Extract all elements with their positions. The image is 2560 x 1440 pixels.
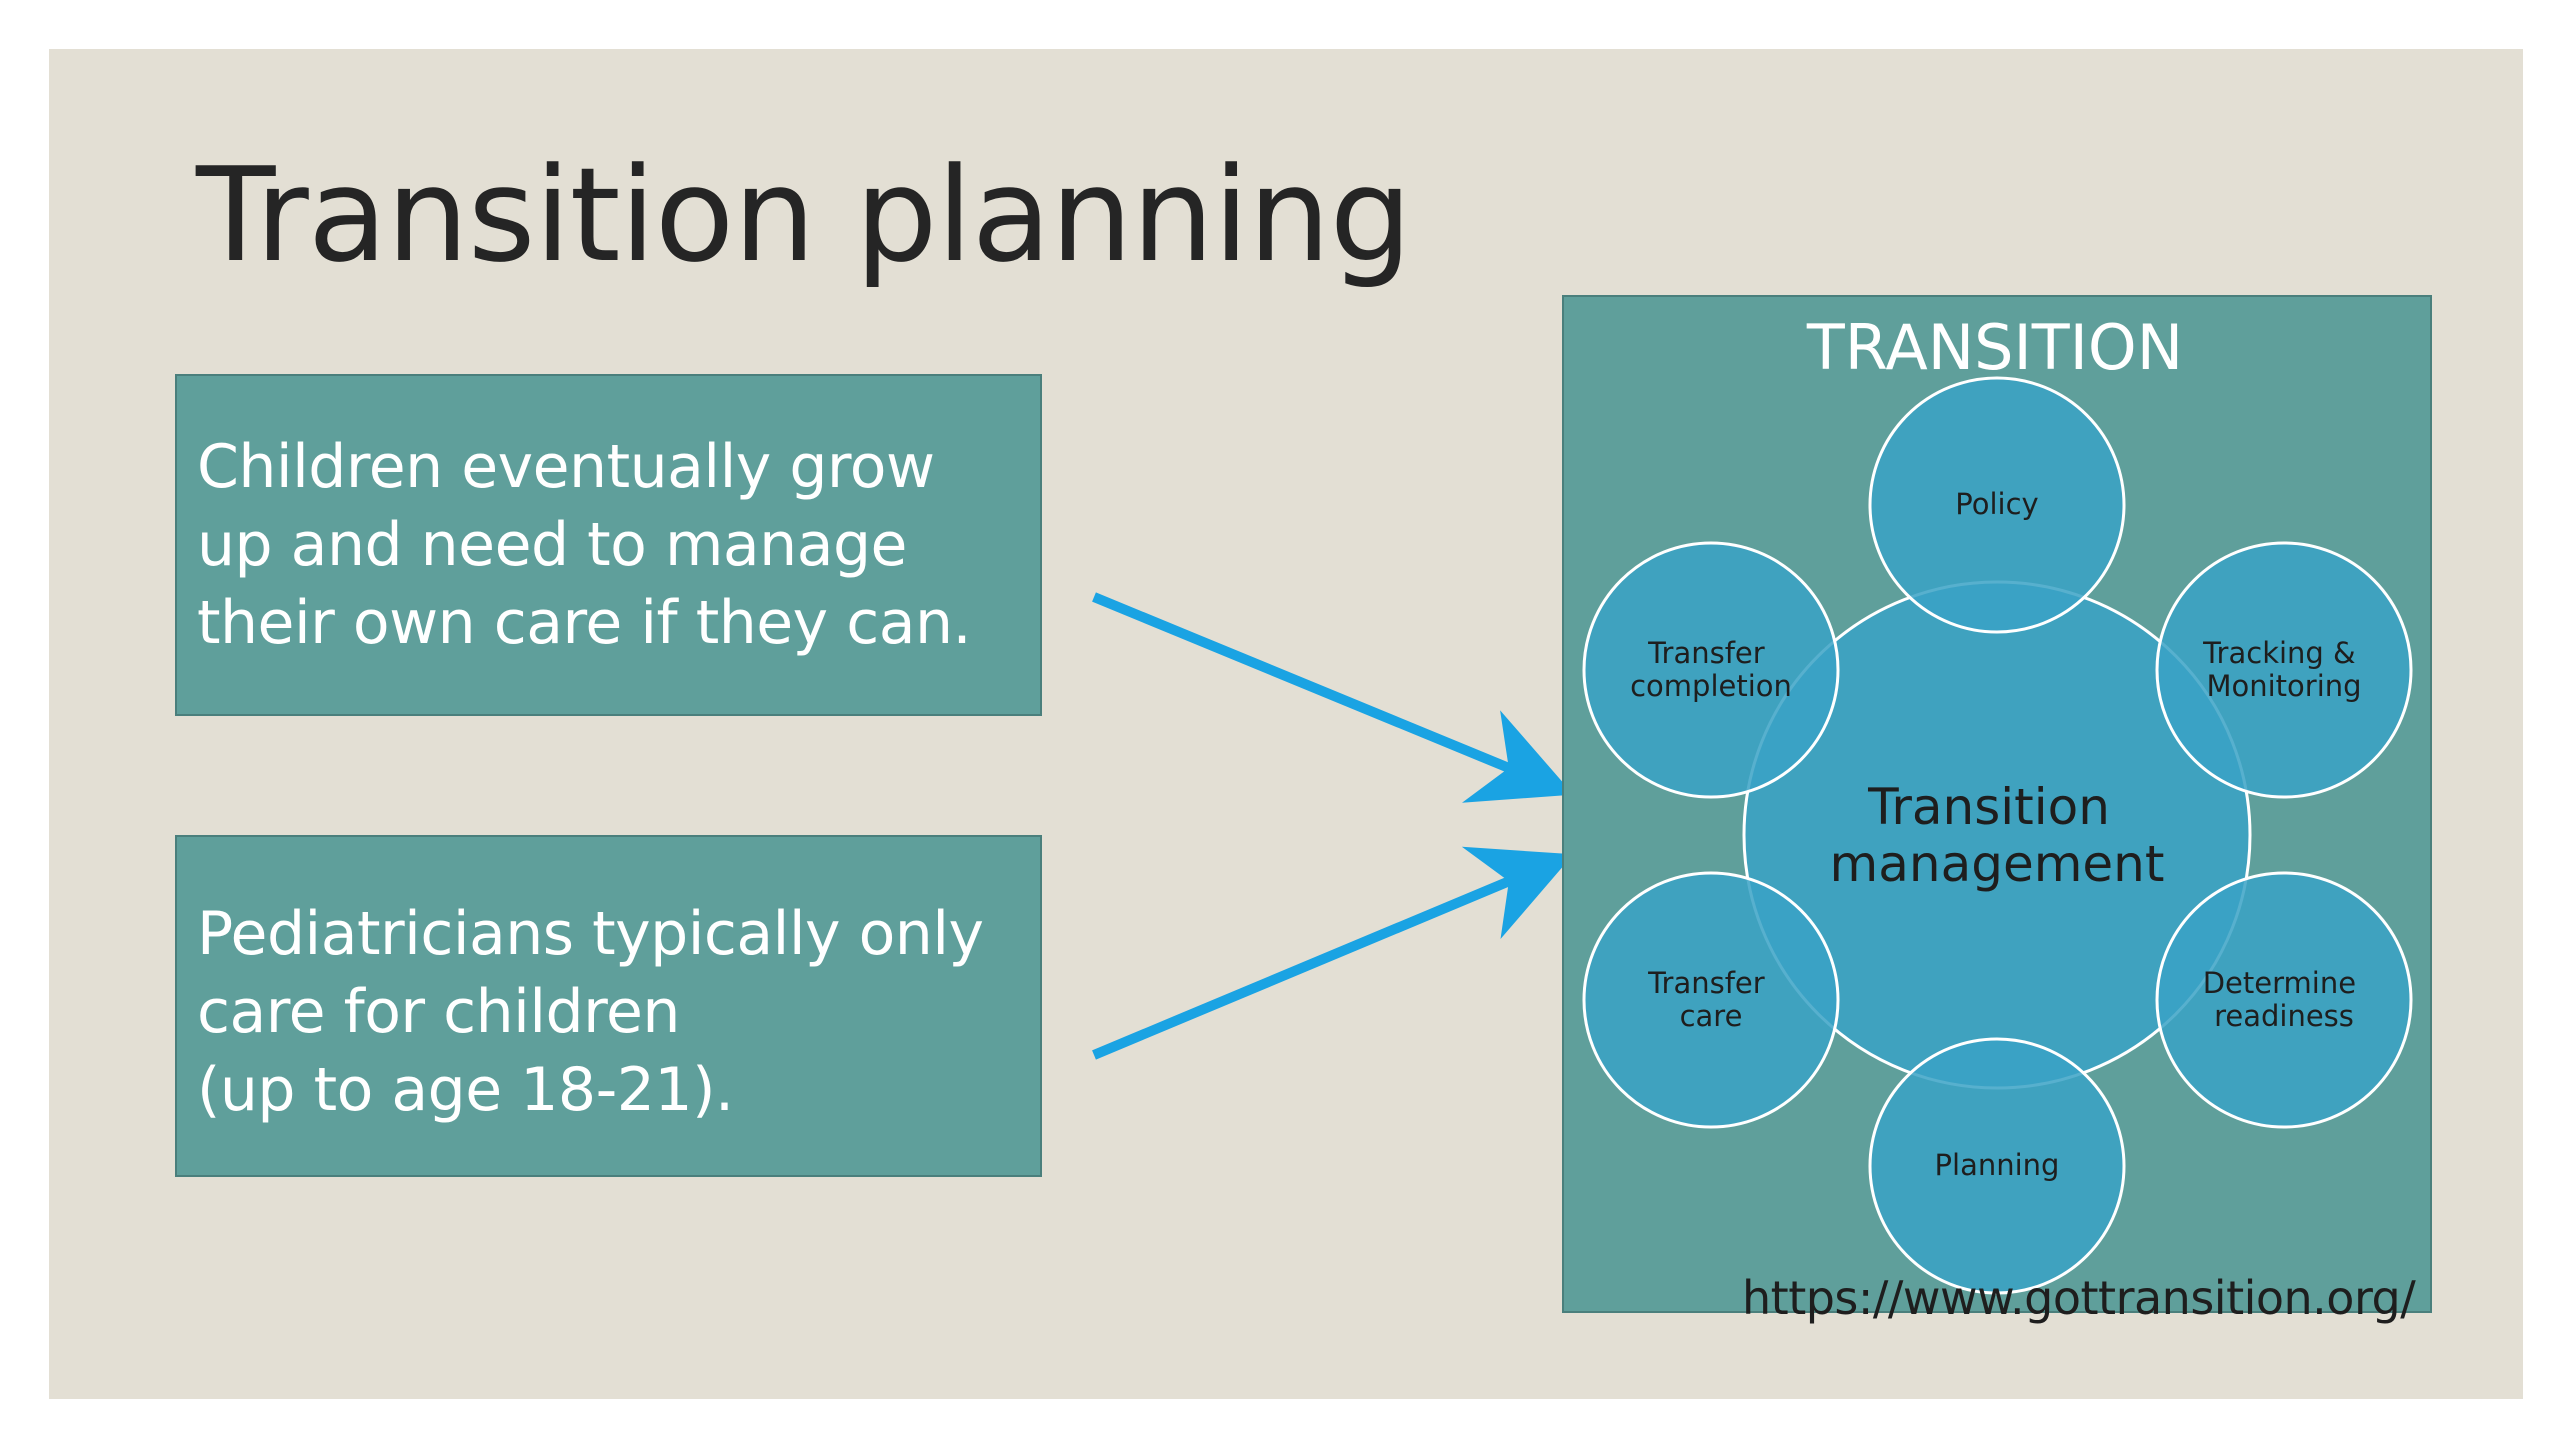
- satellite-label: Determine readiness: [2203, 966, 2366, 1033]
- satellite-circle: [1868, 1037, 2126, 1295]
- satellite-label-line: Determine: [2203, 966, 2356, 1000]
- satellite-circle: [1582, 541, 1840, 799]
- satellite-label-line: Monitoring: [2206, 669, 2361, 703]
- satellite-label-line: care: [1680, 999, 1743, 1033]
- satellite-circle: [1582, 871, 1840, 1129]
- satellite-label: Transfer care: [1647, 966, 1774, 1033]
- satellite-label: Planning: [1935, 1148, 2060, 1182]
- text-line: Pediatricians typically only: [197, 899, 984, 969]
- satellite-circle: [1868, 376, 2126, 634]
- text-line: up and need to manage: [197, 510, 907, 580]
- center-label-line: Transition: [1867, 778, 2110, 836]
- satellite-label-line: Transfer: [1647, 636, 1765, 670]
- satellite-label-line: completion: [1630, 669, 1792, 703]
- text-line: their own care if they can.: [197, 588, 972, 658]
- satellite-label-line: Tracking &: [2202, 636, 2356, 670]
- satellite-label-line: Policy: [1955, 487, 2038, 521]
- satellite-label: Tracking & Monitoring: [2202, 636, 2365, 703]
- satellite-circle: [2155, 871, 2413, 1129]
- arrow-top: [1092, 592, 1574, 803]
- satellite-label-line: readiness: [2214, 999, 2354, 1033]
- text-box-growing-up: Children eventually grow up and need to …: [175, 374, 1042, 716]
- text-line: care for children: [197, 977, 680, 1047]
- diagram-header: TRANSITION: [1806, 311, 2183, 384]
- satellite-label: Transfer completion: [1630, 636, 1792, 703]
- text-line: (up to age 18-21).: [197, 1055, 734, 1125]
- satellite-determine-readiness: Determine readiness: [2155, 871, 2413, 1129]
- satellite-planning: Planning: [1868, 1037, 2126, 1295]
- satellite-policy: Policy: [1868, 376, 2126, 634]
- center-label-line: management: [1830, 835, 2165, 893]
- slide-title: Transition planning: [196, 139, 1412, 291]
- arrow-bottom: [1092, 846, 1574, 1060]
- satellite-tracking-monitoring: Tracking & Monitoring: [2155, 541, 2413, 799]
- satellite-label-line: Planning: [1935, 1148, 2060, 1182]
- satellite-transfer-care: Transfer care: [1582, 871, 1840, 1129]
- text-line: Children eventually grow: [197, 432, 935, 502]
- satellite-label-line: Transfer: [1647, 966, 1765, 1000]
- source-url: https://www.gottransition.org/: [1742, 1271, 2416, 1325]
- satellite-transfer-completion: Transfer completion: [1582, 541, 1840, 799]
- satellite-label: Policy: [1955, 487, 2038, 521]
- text-box-pediatricians: Pediatricians typically only care for ch…: [175, 835, 1042, 1177]
- satellite-circle: [2155, 541, 2413, 799]
- center-label: Transition management: [1830, 778, 2165, 893]
